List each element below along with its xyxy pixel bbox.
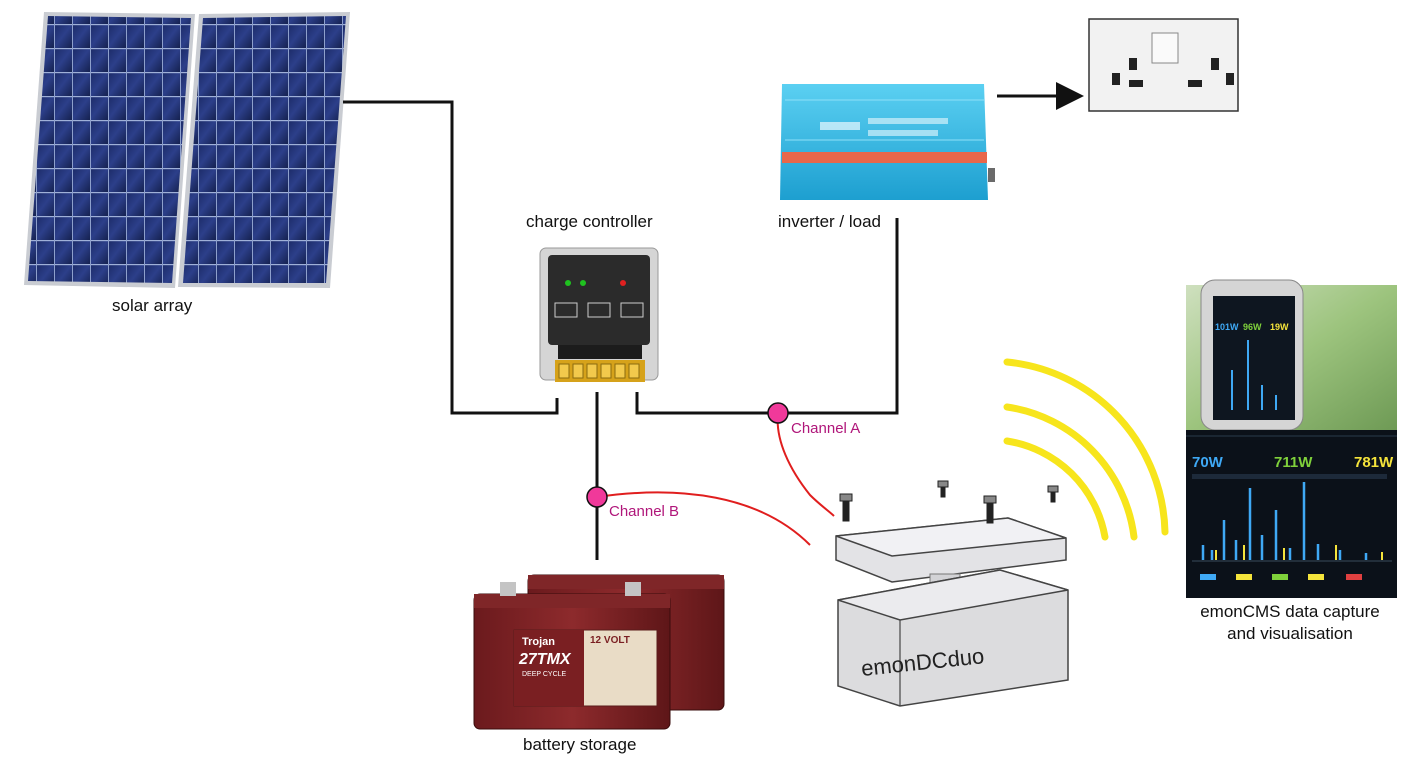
battery-model: 27TMX [518, 651, 572, 668]
emondcduo-enclosure: emonDCduo [835, 480, 1069, 707]
wire-controller-to-load [635, 218, 899, 415]
output-arrow-head [1056, 82, 1084, 110]
channel-a-node [767, 402, 789, 424]
charge-controller [539, 247, 659, 382]
battery-voltage: 12 VOLT [590, 635, 630, 646]
emoncms-visualisation: 101W 96W 19W 70W 711W 781W [1186, 279, 1397, 598]
emoncms-label-line1: emonCMS data capture [1200, 602, 1380, 621]
dashboard-value-2: 711W [1274, 454, 1313, 471]
battery-type: DEEP CYCLE [522, 671, 567, 678]
channel-a-label: Channel A [791, 420, 861, 437]
charge-controller-label: charge controller [526, 212, 653, 231]
solar-panel-left [24, 12, 195, 288]
battery-bank: Trojan 27TMX DEEP CYCLE 12 VOLT [473, 574, 725, 730]
battery-brand: Trojan [522, 636, 555, 648]
wireless-arc-middle [1003, 403, 1138, 541]
inverter-load-label: inverter / load [778, 212, 881, 231]
battery-storage-label: battery storage [523, 735, 637, 754]
wireless-arc-outer [1003, 358, 1169, 536]
emoncms-label-line2: and visualisation [1227, 624, 1353, 643]
solar-panel-right [178, 12, 350, 288]
phone-value-1: 101W [1215, 322, 1239, 332]
screws [839, 480, 1059, 524]
wireless-arc-inner [1003, 437, 1109, 541]
wall-socket [1088, 18, 1239, 112]
sense-wires [596, 412, 835, 546]
sense-wire-b [596, 491, 811, 546]
wiring [343, 94, 1058, 560]
battery-front: Trojan 27TMX DEEP CYCLE 12 VOLT [473, 582, 671, 730]
channel-b-label: Channel B [609, 503, 680, 520]
channel-b-node [586, 486, 608, 508]
dashboard-value-3: 781W [1354, 454, 1394, 471]
phone-value-3: 19W [1270, 322, 1289, 332]
wire-solar-to-controller [343, 100, 559, 415]
phone-value-2: 96W [1243, 322, 1262, 332]
solar-array [24, 12, 350, 288]
wireless-signal-icon [1003, 358, 1169, 541]
dashboard-value-1: 70W [1192, 454, 1224, 471]
sense-wire-a [776, 412, 835, 517]
inverter [780, 84, 995, 200]
solar-array-label: solar array [112, 296, 193, 315]
